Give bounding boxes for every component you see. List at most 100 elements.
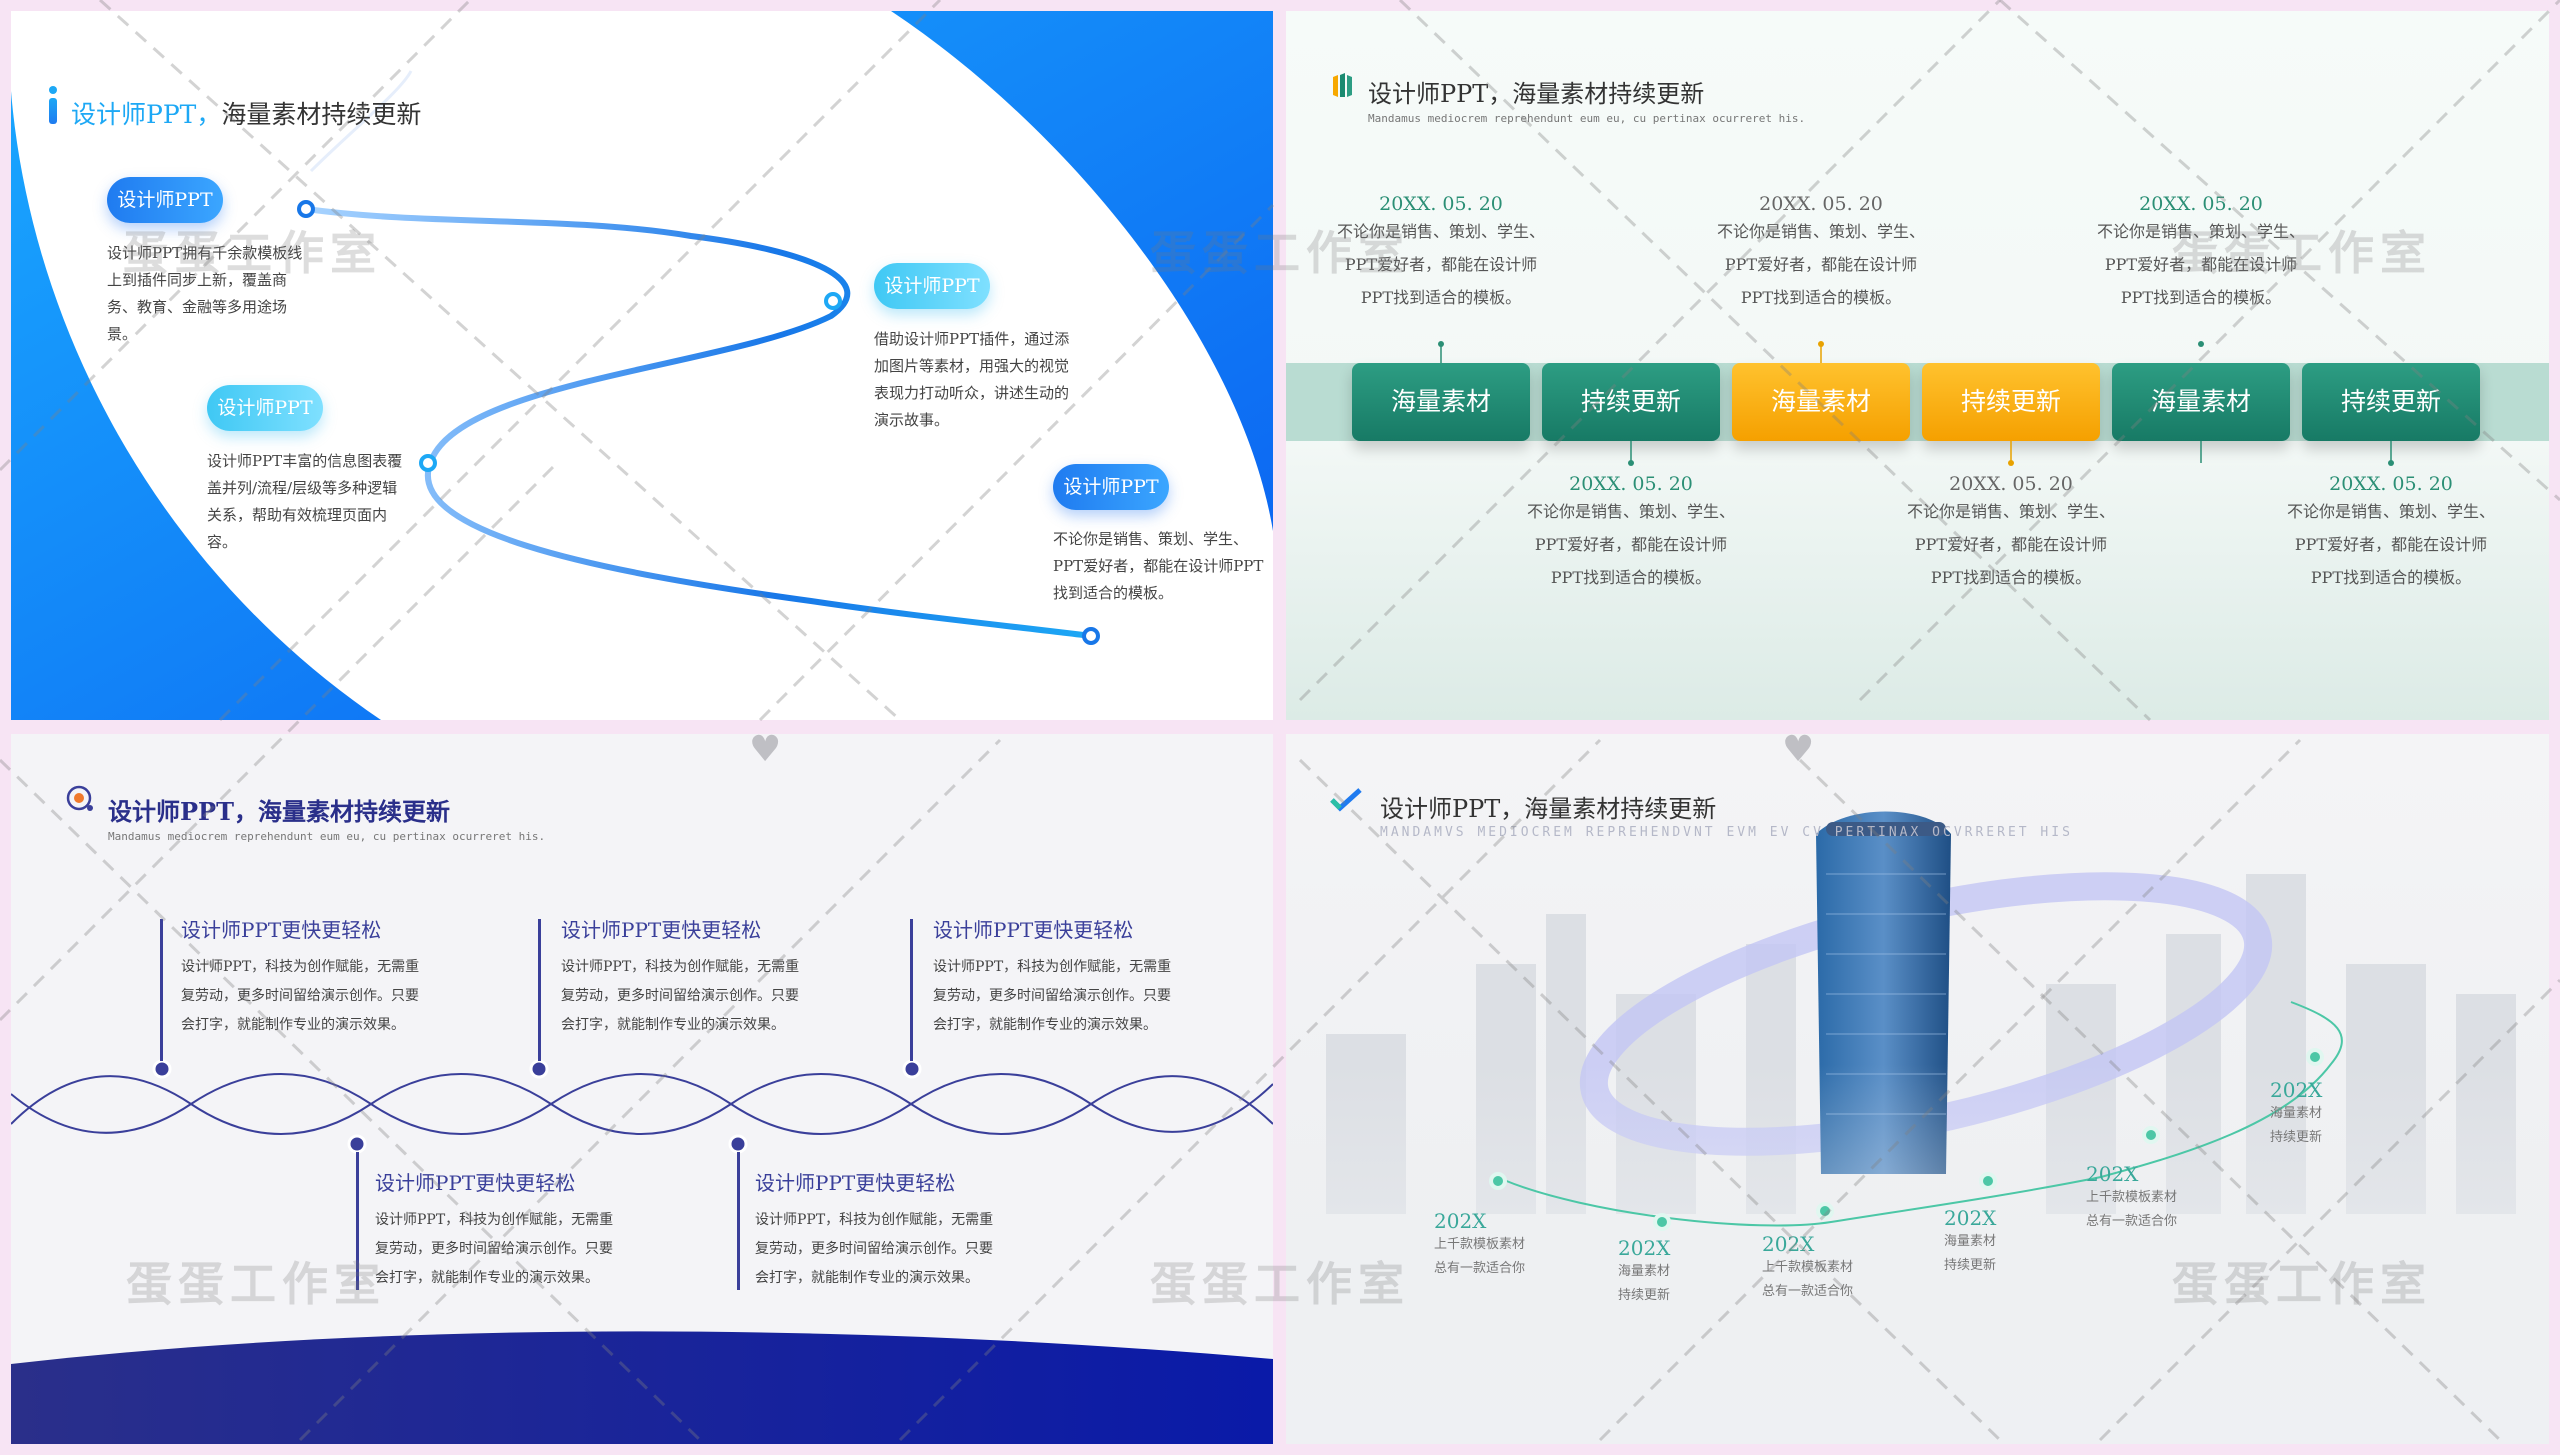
milestone-note-5: 上千款模板素材总有一款适合你	[2086, 1190, 2178, 1229]
top-date-3: 20XX. 05. 20	[2139, 193, 2263, 215]
item-text-2: 设计师PPT丰富的信息图表覆盖并列/流程/层级等多种逻辑关系，帮助有效梳理页面内…	[207, 452, 403, 551]
watermark-4: 蛋蛋工作室	[126, 1257, 386, 1311]
milestone-5: 202X 上千款模板素材总有一款适合你	[2086, 1162, 2177, 1234]
top-date-1: 20XX. 05. 20	[1379, 193, 1503, 215]
title-accent-bar	[49, 86, 57, 124]
milestone-1: 202X 上千款模板素材总有一款适合你	[1434, 1209, 1525, 1281]
milestone-year-1: 202X	[1434, 1209, 1487, 1233]
item-text-1: 设计师PPT拥有千余款模板线上到插件同步上新，覆盖商务、教育、金融等多用途场景。	[107, 244, 303, 343]
milestone-year-3: 202X	[1762, 1232, 1815, 1256]
page-subtitle: MANDAMVS MEDIOCREM REPREHENDVNT EVM EV C…	[1380, 825, 2073, 840]
slide-3[interactable]: ♥ 设计师PPT，海量素材持续更新 Mandamus mediocrem rep…	[11, 734, 1273, 1444]
info-block-1: 设计师PPT更快更轻松 设计师PPT，科技为创作赋能，无需重复劳动，更多时间留给…	[181, 914, 461, 1040]
milestone-note-1: 上千款模板素材总有一款适合你	[1434, 1237, 1526, 1276]
slide3-graphics	[11, 1059, 1273, 1444]
milestone-2: 202X 海量素材持续更新	[1618, 1236, 1670, 1308]
milestone-note-3: 上千款模板素材总有一款适合你	[1762, 1260, 1854, 1299]
info-block-2: 设计师PPT更快更轻松 设计师PPT，科技为创作赋能，无需重复劳动，更多时间留给…	[561, 914, 841, 1040]
info-block-5: 设计师PPT更快更轻松 设计师PPT，科技为创作赋能，无需重复劳动，更多时间留给…	[755, 1167, 1035, 1293]
bottom-date-1: 20XX. 05. 20	[1569, 473, 1693, 495]
milestone-year-4: 202X	[1944, 1206, 1997, 1230]
timeline-path	[1503, 1001, 2343, 1227]
slide1-background	[11, 11, 1273, 720]
page-subtitle: Mandamus mediocrem reprehendunt eum eu, …	[1368, 112, 1806, 125]
tag-connectors	[1438, 341, 2394, 466]
milestone-6: 202X 海量素材持续更新	[2270, 1078, 2322, 1150]
item-label-1[interactable]: 设计师PPT	[107, 177, 223, 223]
info-text-2: 设计师PPT，科技为创作赋能，无需重复劳动，更多时间留给演示创作。只要会打字，就…	[561, 959, 800, 1033]
connector-5	[737, 1152, 740, 1290]
heart-icon: ♥	[749, 734, 782, 770]
item-label-4[interactable]: 设计师PPT	[1053, 464, 1169, 510]
item-text-4: 不论你是销售、策划、学生、PPT爱好者，都能在设计师PPT找到适合的模板。	[1053, 530, 1264, 602]
page-title: 设计师PPT，海量素材持续更新	[1368, 80, 1705, 108]
top-date-2: 20XX. 05. 20	[1759, 193, 1883, 215]
info-text-5: 设计师PPT，科技为创作赋能，无需重复劳动，更多时间留给演示创作。只要会打字，就…	[755, 1212, 994, 1286]
wave-nodes	[152, 1059, 922, 1154]
slide-1[interactable]: 设计师PPT，海量素材持续更新 设计师PPT 设计师PPT拥有千余款模板线上到插…	[11, 11, 1273, 720]
info-heading-5: 设计师PPT更快更轻松	[755, 1171, 956, 1195]
tag-6[interactable]: 持续更新	[2302, 363, 2480, 441]
info-heading-2: 设计师PPT更快更轻松	[561, 918, 762, 942]
title-rest-text: 海量素材持续更新	[221, 100, 422, 129]
slide-4[interactable]: ♥ 设计师PPT，海量素材持续更新 MANDAMVS MEDIOCREM REP…	[1286, 734, 2549, 1444]
timeline-nodes	[1489, 1048, 2324, 1231]
connector-4	[356, 1152, 359, 1290]
tag-3[interactable]: 海量素材	[1732, 363, 1910, 441]
timeline-curve	[303, 206, 1094, 639]
target-icon	[65, 784, 95, 814]
heart-icon: ♥	[1782, 734, 1815, 770]
watermark-5: 蛋蛋工作室	[1150, 1257, 1410, 1311]
page-title: 设计师PPT，海量素材持续更新	[1380, 795, 1717, 823]
bottom-date-2: 20XX. 05. 20	[1949, 473, 2073, 495]
title-stripes-icon	[1331, 71, 1353, 99]
connector-3	[910, 919, 913, 1061]
page-title: 设计师PPT，海量素材持续更新	[108, 797, 450, 826]
slide-2[interactable]: 设计师PPT，海量素材持续更新 Mandamus mediocrem repre…	[1286, 11, 2549, 720]
connector-2	[538, 919, 541, 1061]
watermark-1: 蛋蛋工作室	[122, 226, 382, 280]
item-label-2[interactable]: 设计师PPT	[207, 385, 323, 431]
connector-1	[160, 919, 163, 1061]
item-label-3[interactable]: 设计师PPT	[874, 263, 990, 309]
watermark-3: 蛋蛋工作室	[2172, 226, 2432, 280]
wave-lines	[11, 1073, 1273, 1135]
milestone-4: 202X 海量素材持续更新	[1944, 1206, 1996, 1278]
info-block-3: 设计师PPT更快更轻松 设计师PPT，科技为创作赋能，无需重复劳动，更多时间留给…	[933, 914, 1213, 1040]
tag-1[interactable]: 海量素材	[1352, 363, 1530, 441]
milestone-note-4: 海量素材持续更新	[1944, 1234, 1997, 1273]
info-heading-3: 设计师PPT更快更轻松	[933, 918, 1134, 942]
tag-2[interactable]: 持续更新	[1542, 363, 1720, 441]
info-heading-1: 设计师PPT更快更轻松	[181, 918, 382, 942]
info-heading-4: 设计师PPT更快更轻松	[375, 1171, 576, 1195]
milestone-year-5: 202X	[2086, 1162, 2139, 1186]
milestone-3: 202X 上千款模板素材总有一款适合你	[1762, 1232, 1853, 1304]
page-title: 设计师PPT，海量素材持续更新	[71, 95, 421, 131]
info-block-4: 设计师PPT更快更轻松 设计师PPT，科技为创作赋能，无需重复劳动，更多时间留给…	[375, 1167, 655, 1293]
title-accent-text: 设计师PPT，	[71, 100, 222, 129]
milestone-note-6: 海量素材持续更新	[2270, 1106, 2323, 1145]
watermark-6: 蛋蛋工作室	[2172, 1257, 2432, 1311]
tag-4[interactable]: 持续更新	[1922, 363, 2100, 441]
milestone-note-2: 海量素材持续更新	[1618, 1264, 1671, 1303]
info-text-1: 设计师PPT，科技为创作赋能，无需重复劳动，更多时间留给演示创作。只要会打字，就…	[181, 959, 420, 1033]
milestone-year-2: 202X	[1618, 1236, 1671, 1260]
check-icon	[1330, 788, 1362, 812]
info-text-4: 设计师PPT，科技为创作赋能，无需重复劳动，更多时间留给演示创作。只要会打字，就…	[375, 1212, 614, 1286]
item-text-3: 借助设计师PPT插件，通过添加图片等素材，用强大的视觉表现力打动听众，讲述生动的…	[874, 330, 1070, 429]
tag-5[interactable]: 海量素材	[2112, 363, 2290, 441]
info-text-3: 设计师PPT，科技为创作赋能，无需重复劳动，更多时间留给演示创作。只要会打字，就…	[933, 959, 1172, 1033]
bottom-date-3: 20XX. 05. 20	[2329, 473, 2453, 495]
